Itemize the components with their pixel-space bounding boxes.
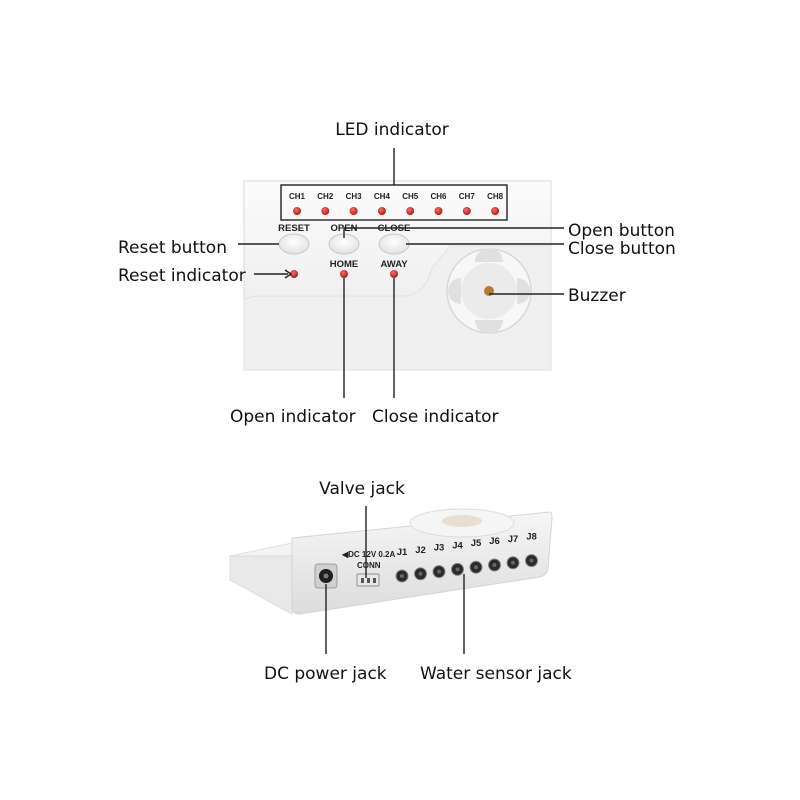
reset-button-callout: Reset button: [118, 238, 227, 258]
jack-label-7: J7: [508, 534, 519, 545]
bottom-leader-lines: [325, 506, 465, 654]
close-indicator-callout: Close indicator: [372, 407, 499, 427]
home-label: HOME: [330, 259, 359, 270]
sensor-jack-hole-4: [455, 567, 460, 572]
channel-led-7: [462, 207, 471, 215]
jack-label-8: J8: [526, 532, 537, 543]
away-label: AWAY: [380, 259, 408, 270]
open-button-callout: Open button: [568, 221, 675, 241]
sensor-jack-hole-6: [492, 563, 497, 567]
channel-led-6: [434, 207, 443, 215]
reset-button-label: RESET: [278, 223, 310, 234]
channel-led-5: [406, 207, 415, 215]
jack-label-5: J5: [471, 538, 482, 549]
sensor-jack-hole-2: [418, 571, 423, 576]
reset-indicator-led: [290, 270, 298, 278]
jack-label-1: J1: [397, 547, 408, 558]
jack-label-4: J4: [452, 540, 463, 551]
channel-led-1: [293, 207, 301, 215]
channel-label-8: CH8: [487, 192, 504, 201]
valve-jack-callout: Valve jack: [319, 479, 405, 499]
dc-power-jack-callout: DC power jack: [264, 664, 387, 684]
jack-label-2: J2: [415, 545, 426, 556]
close-indicator-led: [390, 270, 398, 278]
top-leader-lines: [238, 148, 564, 398]
channel-label-3: CH3: [346, 192, 363, 201]
channel-label-5: CH5: [402, 192, 419, 201]
channel-label-7: CH7: [459, 192, 476, 201]
sensor-jack-hole-1: [400, 574, 404, 578]
channel-label-2: CH2: [317, 192, 334, 201]
channel-label-6: CH6: [430, 192, 447, 201]
open-indicator-callout: Open indicator: [230, 407, 356, 427]
open-indicator-led: [340, 270, 348, 278]
water-sensor-jacks: J1 J2 J3 J4 J5 J6 J7 J8: [395, 532, 538, 583]
close-button-callout: Close button: [568, 239, 676, 259]
channel-leds: CH1 CH2 CH3 CH4 CH5 CH6 CH7 CH8: [289, 192, 504, 215]
channel-led-8: [491, 207, 500, 215]
side-view-device: ◀DC 12V 0.2A CONN: [229, 508, 553, 615]
reset-indicator-callout: Reset indicator: [118, 266, 246, 286]
reset-button[interactable]: [278, 233, 310, 255]
water-sensor-jack-callout: Water sensor jack: [420, 664, 572, 684]
sensor-jack-hole-7: [511, 560, 515, 565]
sensor-jack-hole-5: [474, 565, 478, 570]
sensor-jack-hole-3: [437, 569, 441, 574]
channel-label-1: CH1: [289, 192, 306, 201]
channel-led-4: [377, 207, 386, 215]
channel-led-2: [321, 207, 330, 215]
channel-led-3: [349, 207, 358, 215]
dc-voltage-label: ◀DC 12V 0.2A: [341, 550, 396, 559]
conn-label: CONN: [357, 561, 381, 570]
close-button[interactable]: [378, 233, 410, 255]
channel-label-4: CH4: [374, 192, 391, 201]
led-indicator-label: LED indicator: [335, 120, 449, 140]
sensor-jack-hole-8: [529, 558, 534, 563]
buzzer-callout: Buzzer: [568, 286, 626, 306]
jack-label-3: J3: [434, 543, 445, 554]
jack-label-6: J6: [489, 536, 500, 547]
